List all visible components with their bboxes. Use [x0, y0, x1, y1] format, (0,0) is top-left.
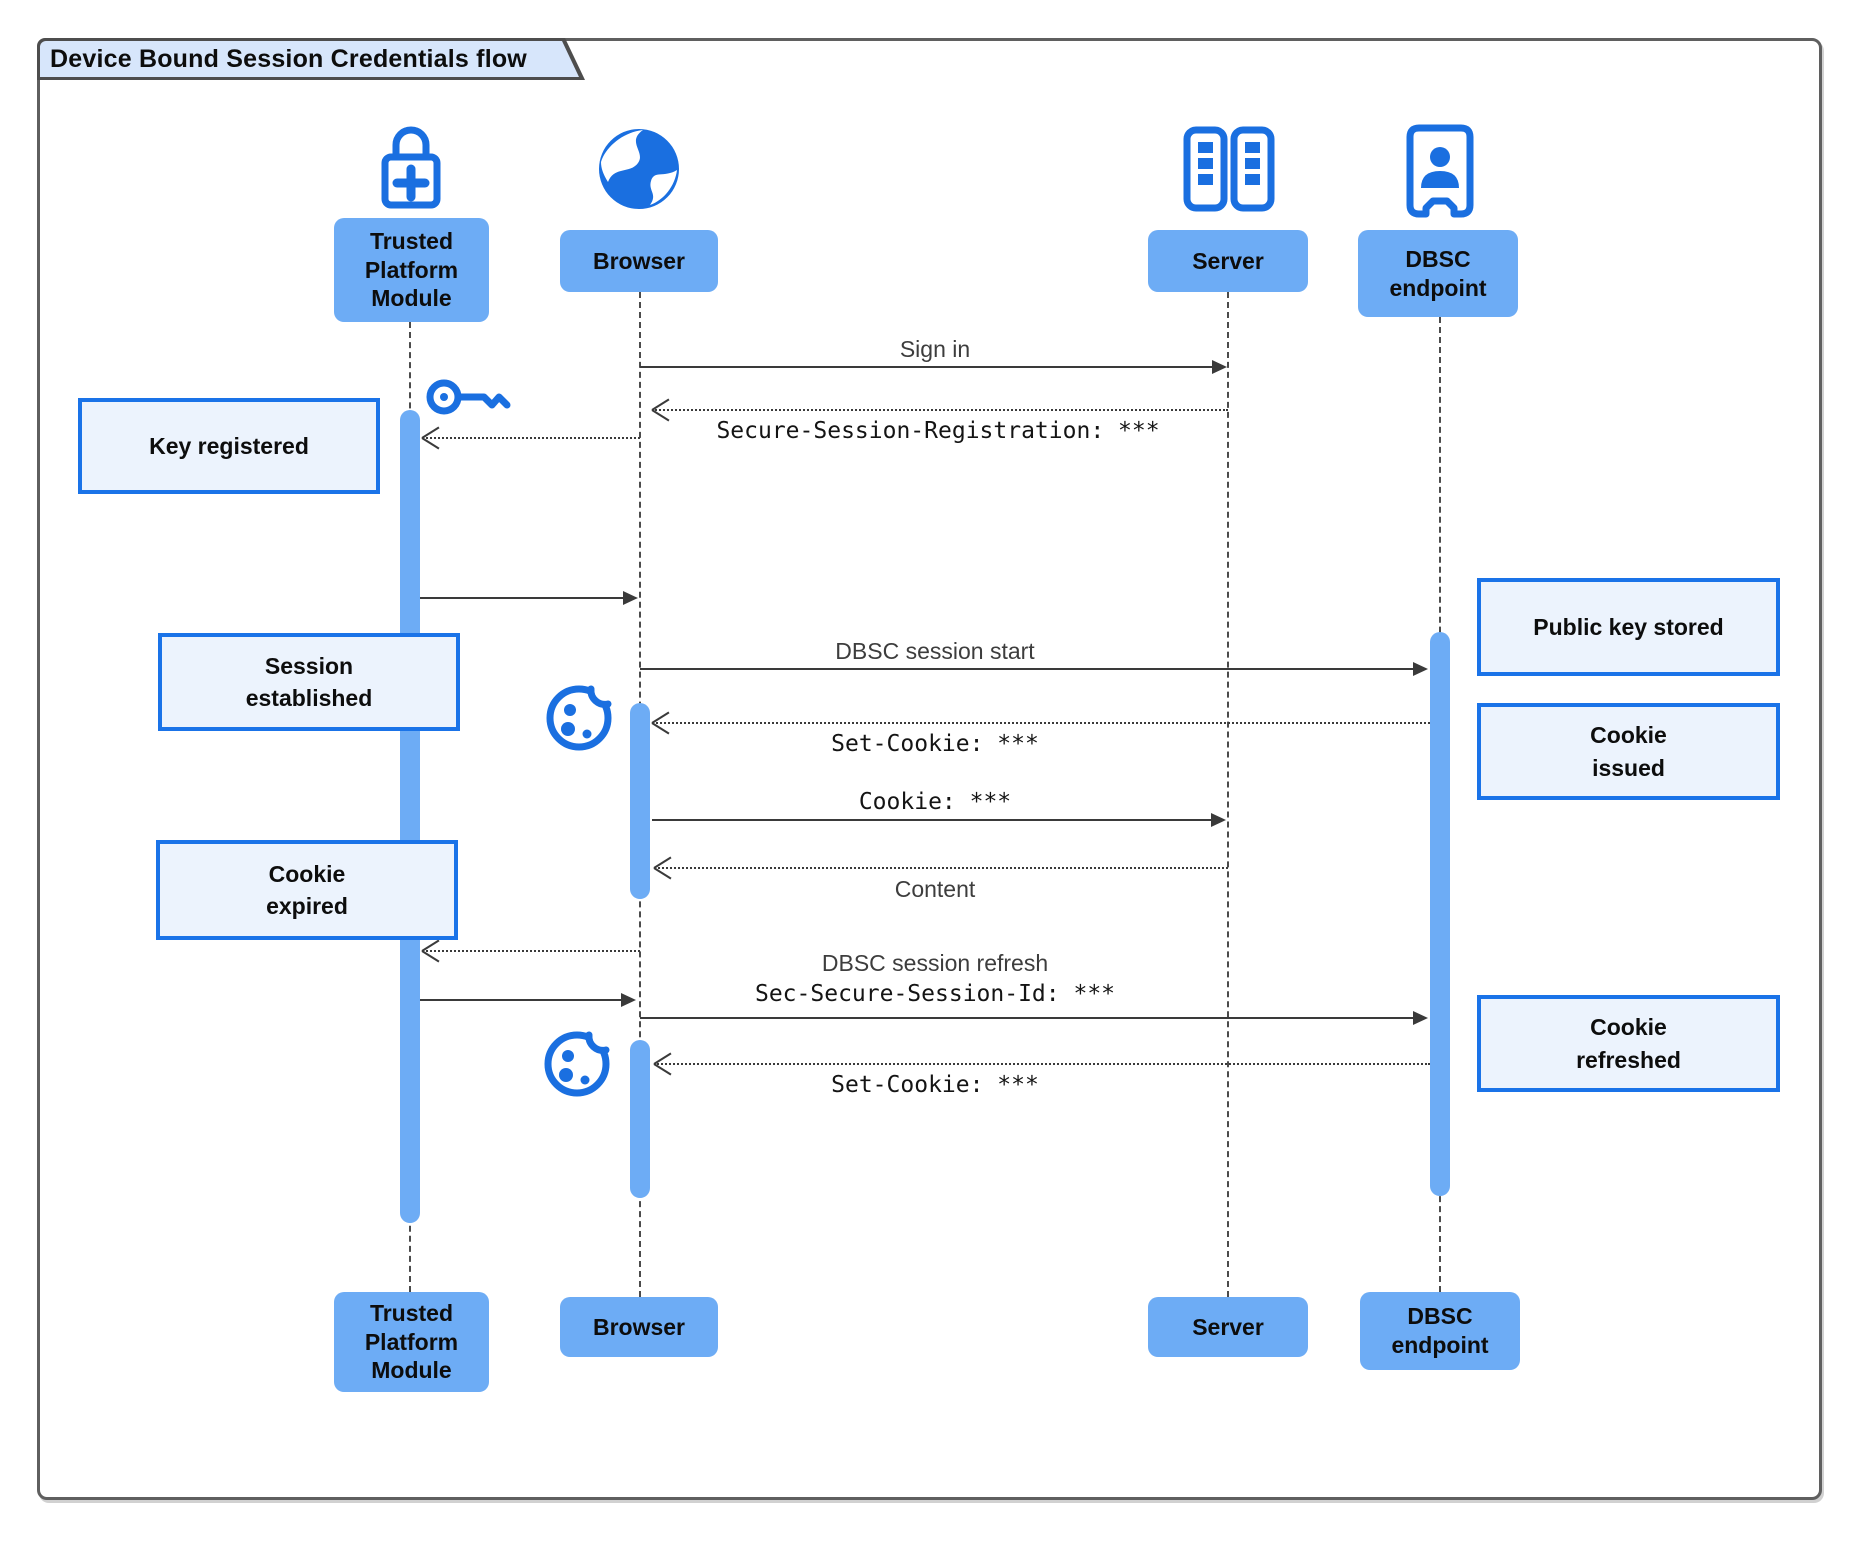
activation-browser-1: [630, 703, 650, 899]
lifeline-server: [1227, 292, 1229, 1297]
note-public-key-stored: Public key stored: [1477, 578, 1780, 676]
actor-server-top: Server: [1148, 230, 1308, 292]
arrow-cookie: [652, 813, 1226, 827]
lock-plus-icon: [372, 124, 450, 212]
actor-tpm-top: Trusted Platform Module: [334, 218, 489, 322]
arrow-set-cookie-2: [654, 1063, 1430, 1065]
arrow-content: [654, 867, 1228, 869]
label-content: Content: [894, 876, 976, 902]
label-sign-in: Sign in: [899, 336, 971, 362]
actor-browser-bottom: Browser: [560, 1297, 718, 1357]
arrow-secure-session-registration: [652, 409, 1228, 411]
label-sec-secure-session-id: Sec-Secure-Session-Id: ***: [754, 981, 1116, 1007]
cookie-icon: [546, 674, 614, 752]
activation-browser-2: [630, 1040, 650, 1198]
arrow-tpm-to-browser: [420, 591, 638, 605]
diagram-title: Device Bound Session Credentials flow: [50, 44, 527, 73]
label-set-cookie-2: Set-Cookie: ***: [831, 1072, 1039, 1098]
note-key-registered: Key registered: [78, 398, 380, 494]
activation-dbsc: [1430, 632, 1450, 1196]
label-secure-session-registration: Secure-Session-Registration: ***: [716, 418, 1160, 444]
arrow-browser-to-tpm-register: [422, 437, 640, 439]
door-person-icon: [1406, 124, 1474, 218]
actor-dbsc-bottom: DBSC endpoint: [1360, 1292, 1520, 1370]
label-set-cookie-1: Set-Cookie: ***: [831, 731, 1039, 757]
arrow-set-cookie-1: [652, 722, 1430, 724]
note-cookie-refreshed: Cookie refreshed: [1477, 995, 1780, 1092]
arrow-browser-to-tpm-refresh: [422, 950, 640, 952]
title-tab: Device Bound Session Credentials flow: [40, 41, 579, 77]
arrow-dbsc-session-start: [640, 662, 1428, 676]
actor-browser-top: Browser: [560, 230, 718, 292]
note-session-established: Session established: [158, 633, 460, 731]
server-towers-icon: [1182, 126, 1276, 212]
activation-tpm: [400, 410, 420, 1223]
cookie-icon: [544, 1020, 612, 1098]
actor-server-bottom: Server: [1148, 1297, 1308, 1357]
note-cookie-expired: Cookie expired: [156, 840, 458, 940]
actor-dbsc-top: DBSC endpoint: [1358, 230, 1518, 317]
globe-icon: [598, 128, 680, 210]
arrow-sign-in: [640, 360, 1227, 374]
arrow-tpm-to-browser-2: [420, 993, 636, 1007]
label-dbsc-session-refresh: DBSC session refresh: [821, 950, 1049, 976]
label-dbsc-session-start: DBSC session start: [835, 638, 1035, 664]
arrow-dbsc-session-refresh: [640, 1011, 1428, 1025]
note-cookie-issued: Cookie issued: [1477, 703, 1780, 800]
label-cookie: Cookie: ***: [858, 789, 1012, 815]
key-icon: [424, 372, 514, 420]
actor-tpm-bottom: Trusted Platform Module: [334, 1292, 489, 1392]
